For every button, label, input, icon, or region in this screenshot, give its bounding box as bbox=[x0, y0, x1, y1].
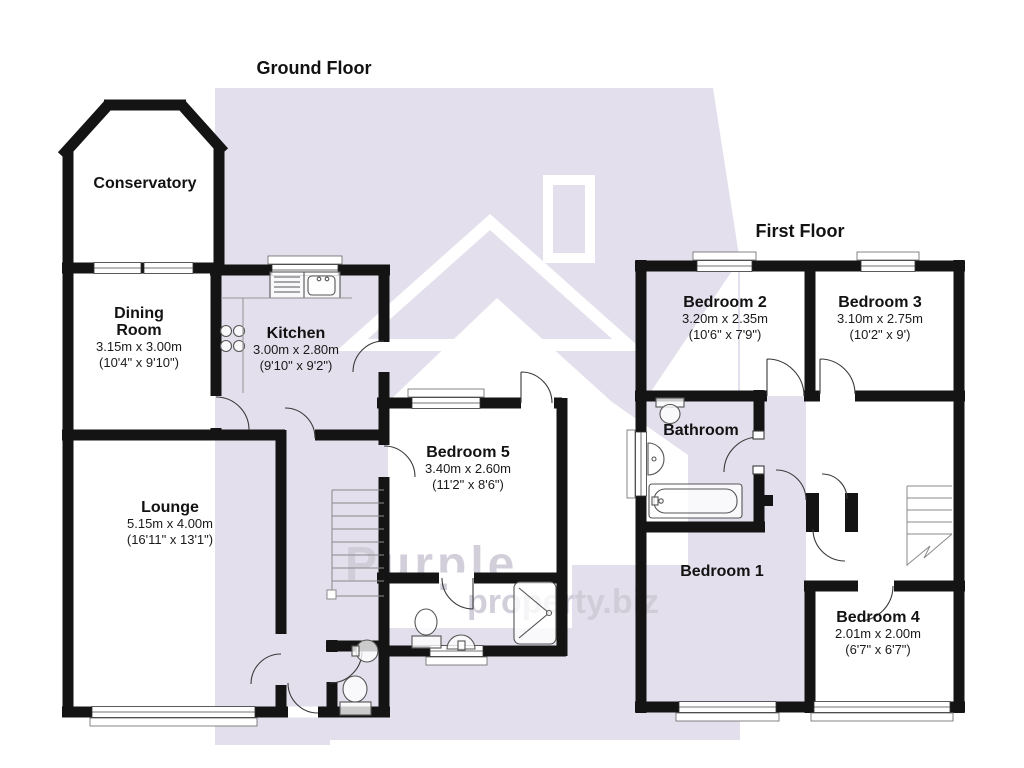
first-floor-title: First Floor bbox=[756, 221, 845, 241]
stairs-break-line bbox=[906, 533, 953, 566]
shower-room-door-arc bbox=[441, 577, 474, 610]
watermark-roof-cut bbox=[648, 262, 738, 396]
bathroom-toilet bbox=[659, 403, 681, 425]
bedroom4-label: Bedroom 4 bbox=[836, 609, 920, 626]
hall-kitchen-door-arc bbox=[284, 407, 316, 439]
ground-floor-plan bbox=[57, 99, 568, 727]
bedroom3-metric: 3.10m x 2.75m bbox=[837, 311, 923, 326]
bedroom2-imperial: (10'6" x 7'9") bbox=[689, 327, 762, 342]
bathroom-label: Bathroom bbox=[663, 422, 739, 439]
watermark-inner-cutout bbox=[388, 298, 688, 628]
dining-room-door-arc bbox=[215, 396, 250, 431]
kitchen-back-door-arc bbox=[352, 340, 385, 373]
labels: Ground Floor First Floor Conservatory Di… bbox=[93, 58, 923, 657]
bedroom4-imperial: (6'7" x 6'7") bbox=[845, 642, 911, 657]
landing-upper-door-arc bbox=[821, 473, 848, 500]
first-floor-doors bbox=[723, 358, 894, 622]
bedroom2-label: Bedroom 2 bbox=[683, 294, 767, 311]
bedroom5-door-arc bbox=[383, 445, 416, 478]
lounge-door-arc bbox=[250, 653, 282, 685]
kitchen-metric: 3.00m x 2.80m bbox=[253, 342, 339, 357]
bedroom5-metric: 3.40m x 2.60m bbox=[425, 461, 511, 476]
first-floor-stairs bbox=[906, 485, 953, 566]
ground-floor-stairs bbox=[326, 489, 384, 600]
lounge-metric: 5.15m x 4.00m bbox=[127, 516, 213, 531]
lounge-label: Lounge bbox=[141, 499, 199, 516]
wc-toilet bbox=[342, 675, 368, 703]
first-floor-fixtures bbox=[647, 397, 743, 519]
ground-floor-fixtures bbox=[219, 271, 557, 716]
landing-lower-door-arc bbox=[812, 528, 846, 562]
bedroom3-door-arc bbox=[819, 358, 856, 395]
shower-enclosure bbox=[513, 581, 557, 645]
kitchen-sink-basin bbox=[307, 275, 336, 296]
bedroom5-imperial: (11'2" x 8'6") bbox=[432, 477, 504, 492]
bedroom1-door-arc bbox=[775, 469, 807, 501]
ground-floor-windows bbox=[89, 255, 488, 727]
dining-room-imperial: (10'4" x 9'10") bbox=[99, 355, 179, 370]
bedroom3-label: Bedroom 3 bbox=[838, 294, 922, 311]
lounge-imperial: (16'11" x 13'1") bbox=[127, 532, 213, 547]
kitchen-drainer bbox=[274, 276, 300, 293]
ground-floor-title: Ground Floor bbox=[257, 58, 372, 78]
dining-room-metric: 3.15m x 3.00m bbox=[96, 339, 182, 354]
bedroom2-door-arc bbox=[766, 358, 805, 397]
dining-room-label-line2: Room bbox=[116, 322, 161, 339]
bedroom5-external-door-arc bbox=[520, 371, 553, 404]
bedroom5-label: Bedroom 5 bbox=[426, 444, 510, 461]
first-floor-windows bbox=[626, 251, 954, 722]
bathroom-bathtub bbox=[648, 483, 743, 519]
watermark-house-right-band bbox=[647, 396, 806, 702]
shower-room-toilet bbox=[414, 608, 438, 636]
bedroom2-metric: 3.20m x 2.35m bbox=[682, 311, 768, 326]
kitchen-imperial: (9'10" x 9'2") bbox=[260, 358, 333, 373]
bedroom4-metric: 2.01m x 2.00m bbox=[835, 626, 921, 641]
bedroom4-door-arc bbox=[857, 585, 894, 622]
first-floor-junction-stubs bbox=[763, 493, 858, 532]
bedroom1-label: Bedroom 1 bbox=[680, 563, 764, 580]
watermark-chimney bbox=[543, 175, 595, 263]
conservatory-label: Conservatory bbox=[93, 175, 196, 192]
ground-floor-openings bbox=[288, 397, 554, 718]
bedroom3-imperial: (10'2" x 9') bbox=[850, 327, 911, 342]
dining-room-label-line1: Dining bbox=[114, 305, 164, 322]
kitchen-hob bbox=[219, 324, 233, 338]
front-door-arc bbox=[287, 682, 319, 714]
kitchen-label: Kitchen bbox=[267, 325, 326, 342]
first-floor-plan bbox=[626, 251, 965, 722]
ground-floor-doors bbox=[215, 340, 553, 714]
kitchen-counter-edge bbox=[221, 297, 352, 393]
